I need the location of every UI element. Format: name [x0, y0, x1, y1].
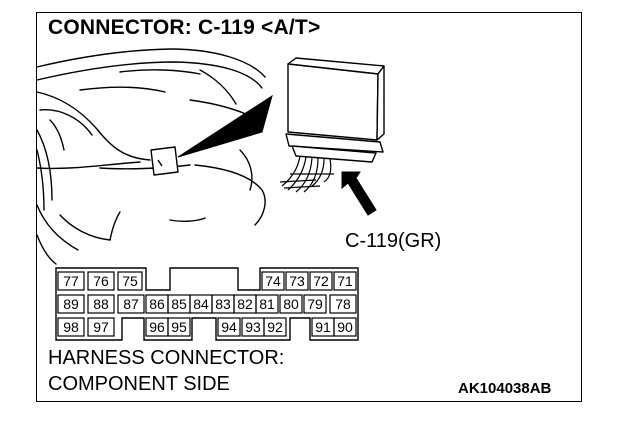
pin-label: 71: [337, 273, 353, 289]
pin-label: 96: [149, 319, 165, 335]
pin-label: 94: [221, 319, 237, 335]
page-title: CONNECTOR: C-119 <A/T>: [48, 16, 321, 39]
pin-label: 87: [123, 296, 139, 312]
connector-face-outline: [55, 267, 359, 341]
harness-connector-label: HARNESS CONNECTOR:: [48, 347, 285, 369]
pin-label: 88: [93, 296, 109, 312]
dashboard-drawing: [36, 48, 266, 265]
pin-label: 81: [259, 296, 275, 312]
connector-callout-label: C-119(GR): [345, 230, 442, 252]
control-module: [285, 57, 385, 163]
pin-label: 95: [171, 319, 187, 335]
pin-label: 82: [237, 296, 253, 312]
pin-label: 72: [313, 273, 329, 289]
pin-label: 77: [63, 273, 79, 289]
pin-label: 76: [93, 273, 109, 289]
pin-label: 91: [315, 319, 331, 335]
pointer-arrow: [341, 171, 377, 216]
pin-label: 98: [63, 319, 79, 335]
pin-label: 84: [193, 296, 209, 312]
figure-code: AK104038AB: [458, 380, 552, 397]
pin-label: 74: [265, 273, 281, 289]
pin-label: 93: [245, 319, 261, 335]
pin-label: 86: [149, 296, 165, 312]
harness-wires: [279, 155, 334, 193]
pin-label: 85: [171, 296, 187, 312]
pin-label: 97: [93, 319, 109, 335]
pin-label: 92: [267, 319, 283, 335]
diagram-frame: [36, 12, 582, 402]
pin-label: 83: [215, 296, 231, 312]
connector-location-marker: [150, 146, 179, 176]
pin-label: 78: [335, 296, 351, 312]
callout-wedge: [177, 94, 273, 158]
pin-label: 73: [289, 273, 305, 289]
pin-label: 90: [337, 319, 353, 335]
pin-label: 80: [283, 296, 299, 312]
component-side-label: COMPONENT SIDE: [48, 373, 230, 395]
pin-cells: [57, 271, 357, 337]
pin-label: 79: [307, 296, 323, 312]
pin-label: 75: [122, 273, 138, 289]
pin-label: 89: [63, 296, 79, 312]
